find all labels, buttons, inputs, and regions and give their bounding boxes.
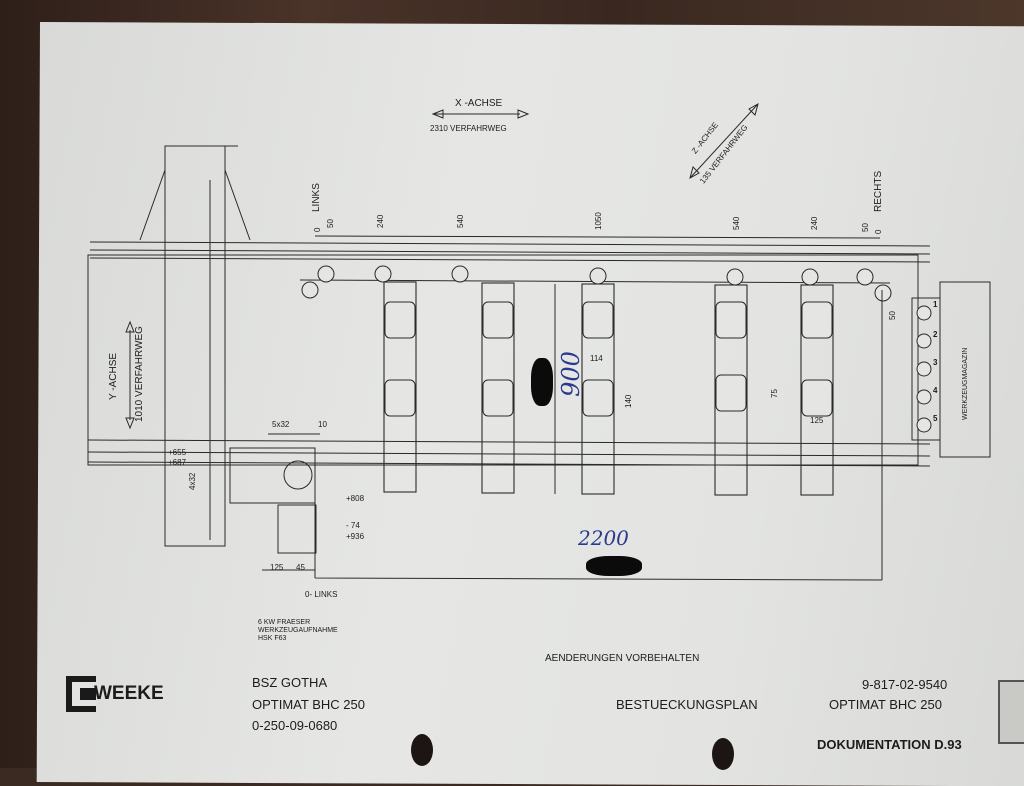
weeke-logo: WEEKE [66, 676, 170, 712]
number-left: 0-250-09-0680 [252, 718, 338, 733]
dim-45: 45 [296, 563, 305, 572]
right-dim: 50 [888, 311, 897, 320]
top-dim: 0 [313, 227, 322, 232]
redaction-mark [586, 556, 642, 576]
customer: BSZ GOTHA [252, 675, 328, 690]
dim-140: 140 [624, 394, 633, 408]
dim-125-spindle: 125 [270, 563, 284, 572]
brand-name: WEEKE [94, 683, 164, 704]
top-dim: 240 [810, 216, 819, 230]
dim-74: - 74 [346, 521, 360, 530]
y-travel-label: 1010 VERFAHRWEG [134, 326, 145, 422]
dim-936: +936 [346, 532, 365, 541]
top-dim: 540 [732, 216, 741, 230]
dim-75: 75 [770, 389, 779, 398]
magazine-slot: 2 [933, 330, 938, 339]
machine-right: OPTIMAT BHC 250 [829, 697, 942, 712]
spindle-note-line: WERKZEUGAUFNAHME [258, 627, 338, 634]
notice-text: AENDERUNGEN VORBEHALTEN [545, 653, 700, 664]
technical-drawing [87, 102, 991, 581]
x-travel-label: 2310 VERFAHRWEG [430, 124, 507, 133]
handwritten-900: 900 [556, 351, 585, 397]
dim-655: +655 [168, 448, 187, 457]
magazine-slot: 5 [933, 414, 938, 423]
top-dim: 540 [456, 214, 465, 228]
weeke-logo-mark [66, 676, 96, 712]
spindle-note: 6 KW FRAESER WERKZEUGAUFNAHME HSK F63 [258, 619, 338, 643]
top-dim: 1050 [594, 212, 603, 230]
punch-hole [411, 734, 433, 766]
magazine-slot: 4 [933, 386, 938, 395]
punch-hole [712, 738, 734, 770]
spindle-note-line: HSK F63 [258, 635, 287, 642]
x-axis-label: X -ACHSE [455, 98, 503, 109]
magazine-slot: 3 [933, 358, 938, 367]
spindle-note-line: 6 KW FRAESER [258, 619, 311, 626]
magazine-label: WERKZEUGMAGAZIN [962, 347, 969, 420]
top-dim: 50 [326, 219, 335, 228]
links-label: LINKS [311, 183, 322, 212]
rechts-label: RECHTS [873, 170, 884, 212]
documentation-label: DOKUMENTATION D.93 [817, 737, 962, 752]
top-dim: 50 [861, 223, 870, 232]
top-dim: 240 [376, 214, 385, 228]
magazine-slot: 1 [933, 300, 938, 309]
machine-left: OPTIMAT BHC 250 [252, 697, 365, 712]
document-title: BESTUECKUNGSPLAN [616, 697, 758, 712]
dim-687: +687 [168, 458, 187, 467]
dim-125: 125 [810, 416, 824, 425]
y-axis-label: Y -ACHSE [108, 352, 119, 400]
zero-links-label: 0- LINKS [305, 590, 338, 599]
number-right: 9-817-02-9540 [862, 677, 948, 692]
dim-808: +808 [346, 494, 365, 503]
corner-stamp [998, 680, 1024, 744]
top-dim: 0 [874, 229, 883, 234]
handwritten-2200: 2200 [578, 526, 629, 550]
dim-4x32: 4x32 [188, 472, 197, 490]
redaction-mark [531, 358, 553, 406]
dim-114: 114 [590, 354, 603, 363]
dim-5x32: 5x32 [272, 420, 290, 429]
dim-10: 10 [318, 420, 327, 429]
